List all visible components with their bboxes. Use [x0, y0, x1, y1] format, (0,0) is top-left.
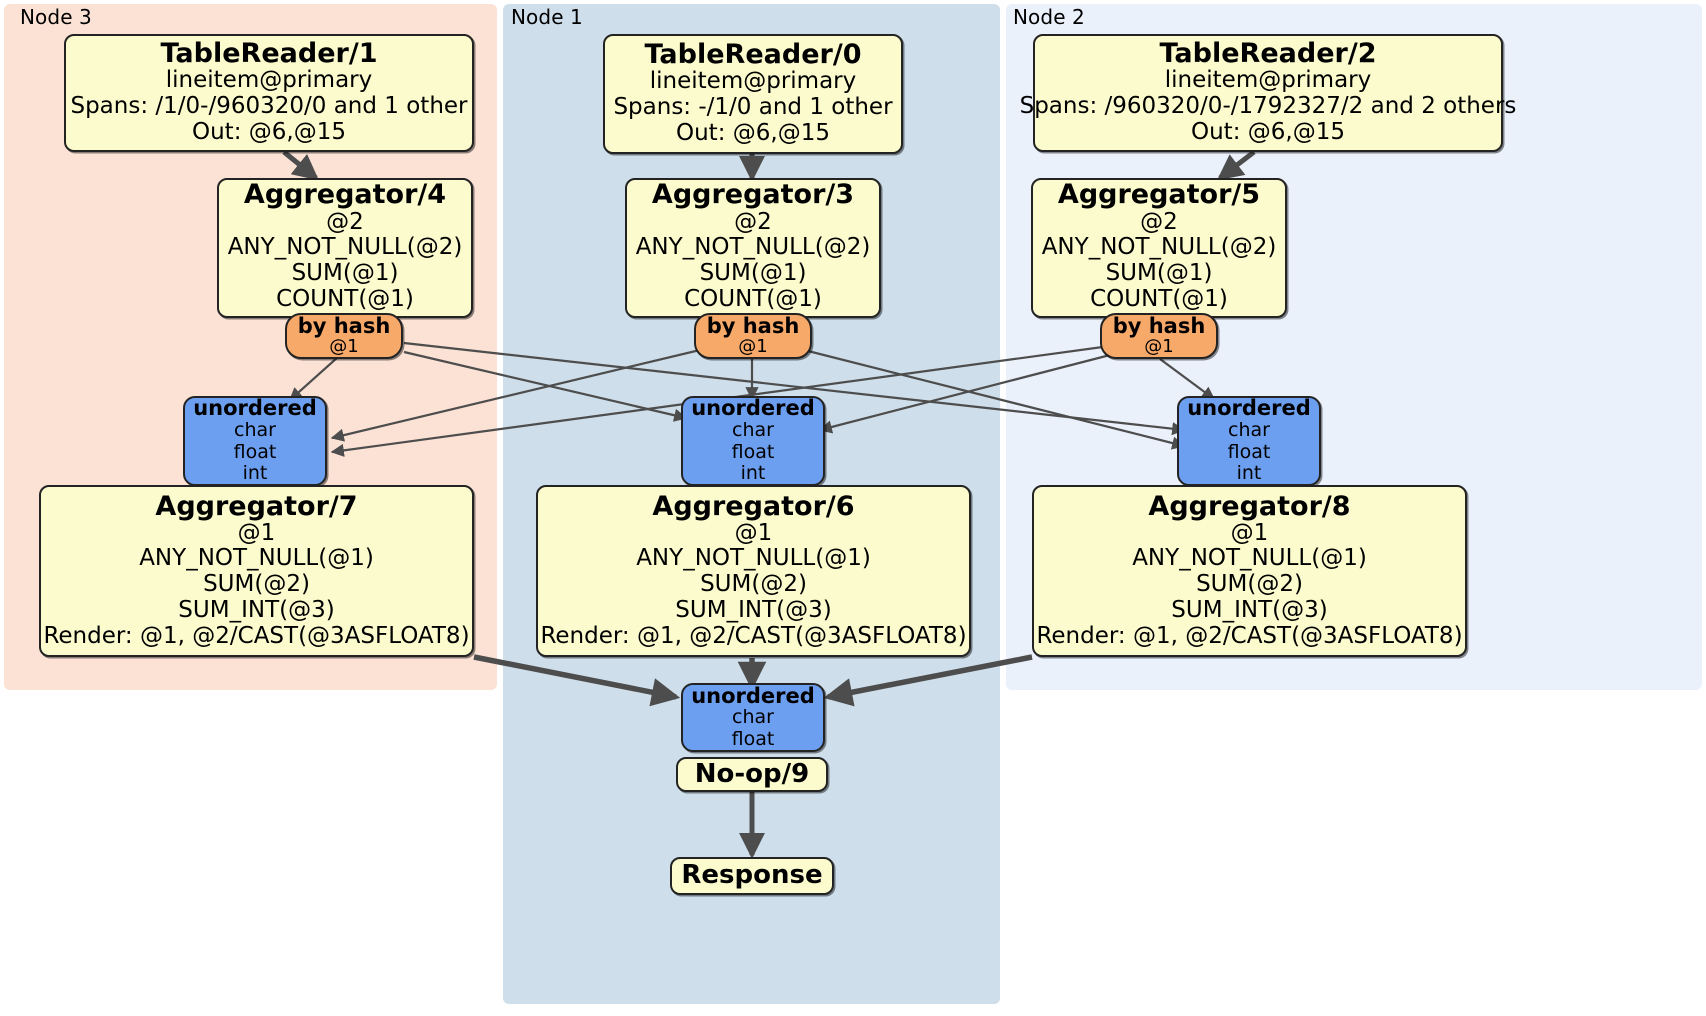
- node-detail: SUM(@1): [1105, 260, 1213, 287]
- node-title: TableReader/2: [1159, 38, 1377, 70]
- router-detail: @1: [738, 336, 768, 358]
- router-title: by hash: [297, 314, 391, 339]
- node-detail: ANY_NOT_NULL(@1): [1132, 545, 1367, 572]
- node-detail: SUM(@1): [699, 260, 807, 287]
- synchronizer-unordered-center[interactable]: unordered char float int: [681, 396, 825, 486]
- sync-title: unordered: [193, 396, 317, 421]
- node-title: TableReader/0: [644, 39, 862, 71]
- sync-type: char: [234, 418, 276, 441]
- panel-node-3-label: Node 3: [20, 5, 92, 29]
- node-detail: Spans: /1/0-/960320/0 and 1 other: [70, 93, 468, 120]
- processor-aggregator-4[interactable]: Aggregator/4 @2 ANY_NOT_NULL(@2) SUM(@1)…: [217, 178, 473, 318]
- sync-type: char: [732, 706, 774, 729]
- sync-title: unordered: [1187, 396, 1311, 421]
- node-detail: Out: @6,@15: [1191, 118, 1345, 145]
- node-detail: Out: @6,@15: [676, 119, 830, 146]
- node-detail: lineitem@primary: [649, 68, 857, 95]
- node-render: Render: @1, @2/CAST(@3ASFLOAT8): [540, 622, 967, 649]
- node-detail: COUNT(@1): [276, 285, 414, 312]
- processor-aggregator-5[interactable]: Aggregator/5 @2 ANY_NOT_NULL(@2) SUM(@1)…: [1031, 178, 1287, 318]
- node-detail: ANY_NOT_NULL(@2): [1041, 234, 1277, 261]
- node-detail: @1: [1230, 519, 1269, 546]
- node-title: No-op/9: [694, 758, 810, 789]
- node-detail: SUM_INT(@3): [675, 596, 832, 623]
- node-title: Aggregator/5: [1057, 179, 1261, 211]
- node-title: Aggregator/4: [243, 179, 447, 211]
- node-detail: SUM(@2): [1196, 571, 1303, 598]
- processor-noop-9[interactable]: No-op/9: [676, 757, 828, 792]
- synchronizer-unordered-final[interactable]: unordered char float: [681, 683, 825, 752]
- router-by-hash-right[interactable]: by hash @1: [1100, 313, 1218, 359]
- node-title: Response: [681, 860, 823, 891]
- node-detail: COUNT(@1): [1090, 285, 1228, 312]
- sync-type: float: [1227, 440, 1271, 463]
- processor-aggregator-8[interactable]: Aggregator/8 @1 ANY_NOT_NULL(@1) SUM(@2)…: [1032, 485, 1467, 657]
- synchronizer-unordered-right[interactable]: unordered char float int: [1177, 396, 1321, 486]
- processor-aggregator-6[interactable]: Aggregator/6 @1 ANY_NOT_NULL(@1) SUM(@2)…: [536, 485, 971, 657]
- node-detail: COUNT(@1): [684, 285, 822, 312]
- node-title: Aggregator/3: [651, 179, 855, 211]
- router-by-hash-left[interactable]: by hash @1: [285, 313, 403, 359]
- node-detail: Spans: /960320/0-/1792327/2 and 2 others: [1019, 93, 1517, 120]
- node-title: Aggregator/8: [1148, 490, 1351, 522]
- node-title: Aggregator/7: [155, 490, 358, 522]
- node-detail: @1: [734, 519, 773, 546]
- node-detail: Spans: -/1/0 and 1 other: [613, 94, 893, 121]
- node-detail: lineitem@primary: [1164, 67, 1372, 94]
- processor-tablereader-2[interactable]: TableReader/2 lineitem@primary Spans: /9…: [1020, 34, 1516, 152]
- node-detail: SUM(@1): [291, 260, 399, 287]
- processor-aggregator-3[interactable]: Aggregator/3 @2 ANY_NOT_NULL(@2) SUM(@1)…: [625, 178, 881, 318]
- node-detail: @2: [734, 208, 772, 235]
- processor-response[interactable]: Response: [670, 857, 834, 895]
- panel-node-1-label: Node 1: [511, 5, 583, 29]
- sync-title: unordered: [691, 396, 815, 421]
- sync-title: unordered: [691, 683, 815, 708]
- sync-type: float: [731, 440, 775, 463]
- processor-aggregator-7[interactable]: Aggregator/7 @1 ANY_NOT_NULL(@1) SUM(@2)…: [39, 485, 474, 657]
- processor-tablereader-0[interactable]: TableReader/0 lineitem@primary Spans: -/…: [603, 34, 903, 154]
- node-detail: ANY_NOT_NULL(@1): [139, 545, 374, 572]
- sync-type: float: [731, 727, 775, 750]
- node-detail: @2: [1140, 208, 1178, 235]
- node-detail: SUM(@2): [203, 571, 310, 598]
- node-detail: ANY_NOT_NULL(@2): [635, 234, 871, 261]
- router-title: by hash: [706, 314, 800, 339]
- router-detail: @1: [329, 336, 359, 358]
- node-detail: @1: [237, 519, 276, 546]
- node-detail: SUM(@2): [700, 571, 807, 598]
- panel-node-2-label: Node 2: [1013, 5, 1085, 29]
- node-render: Render: @1, @2/CAST(@3ASFLOAT8): [1036, 622, 1463, 649]
- sync-type: int: [1236, 462, 1262, 485]
- node-detail: @2: [326, 208, 364, 235]
- synchronizer-unordered-left[interactable]: unordered char float int: [183, 396, 327, 486]
- sync-type: char: [1228, 418, 1270, 441]
- node-detail: ANY_NOT_NULL(@1): [636, 545, 871, 572]
- node-detail: ANY_NOT_NULL(@2): [227, 234, 463, 261]
- router-by-hash-center[interactable]: by hash @1: [694, 313, 812, 359]
- node-detail: SUM_INT(@3): [1171, 596, 1328, 623]
- sync-type: int: [740, 462, 766, 485]
- processor-tablereader-1[interactable]: TableReader/1 lineitem@primary Spans: /1…: [64, 34, 474, 152]
- node-detail: lineitem@primary: [165, 67, 373, 94]
- sync-type: int: [242, 462, 268, 485]
- router-detail: @1: [1144, 336, 1174, 358]
- router-title: by hash: [1112, 314, 1206, 339]
- sync-type: float: [233, 440, 277, 463]
- node-detail: Out: @6,@15: [192, 118, 346, 145]
- node-detail: SUM_INT(@3): [178, 596, 335, 623]
- node-title: TableReader/1: [160, 38, 378, 70]
- node-render: Render: @1, @2/CAST(@3ASFLOAT8): [43, 622, 470, 649]
- sync-type: char: [732, 418, 774, 441]
- node-title: Aggregator/6: [652, 490, 855, 522]
